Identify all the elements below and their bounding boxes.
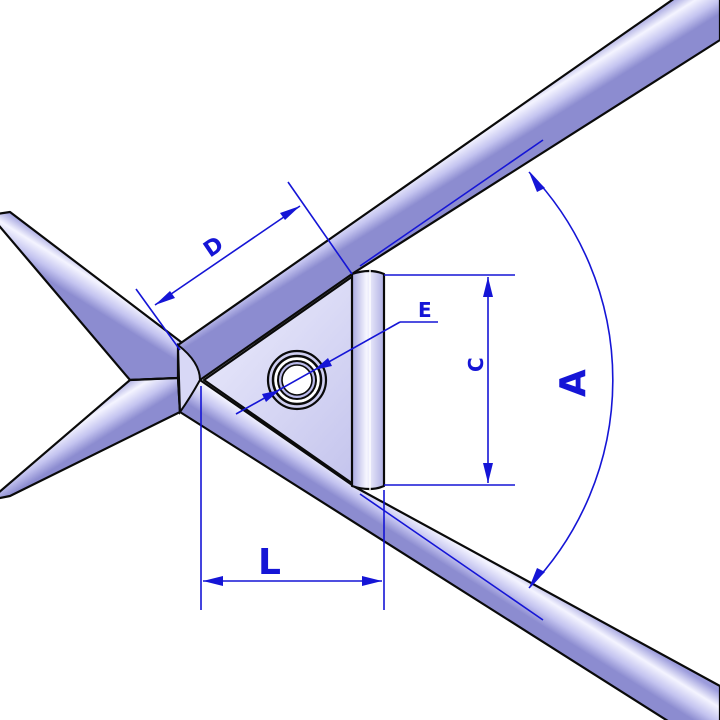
dimension-label-L: L xyxy=(258,542,281,583)
tube-junction xyxy=(129,342,202,415)
tube-left-upper-branch xyxy=(0,210,187,382)
gusset-flange xyxy=(350,269,386,491)
dimension-A xyxy=(359,139,614,621)
dimension-D xyxy=(135,181,353,351)
dimension-E xyxy=(235,321,438,415)
dimension-L xyxy=(200,386,385,610)
dimension-label-A: A xyxy=(553,369,594,397)
dimension-label-C: C xyxy=(464,357,488,372)
tube-left-lower-branch xyxy=(0,376,182,500)
dimension-label-E: E xyxy=(418,298,432,322)
dimension-C xyxy=(384,274,515,486)
tube-upper-right xyxy=(176,0,720,382)
